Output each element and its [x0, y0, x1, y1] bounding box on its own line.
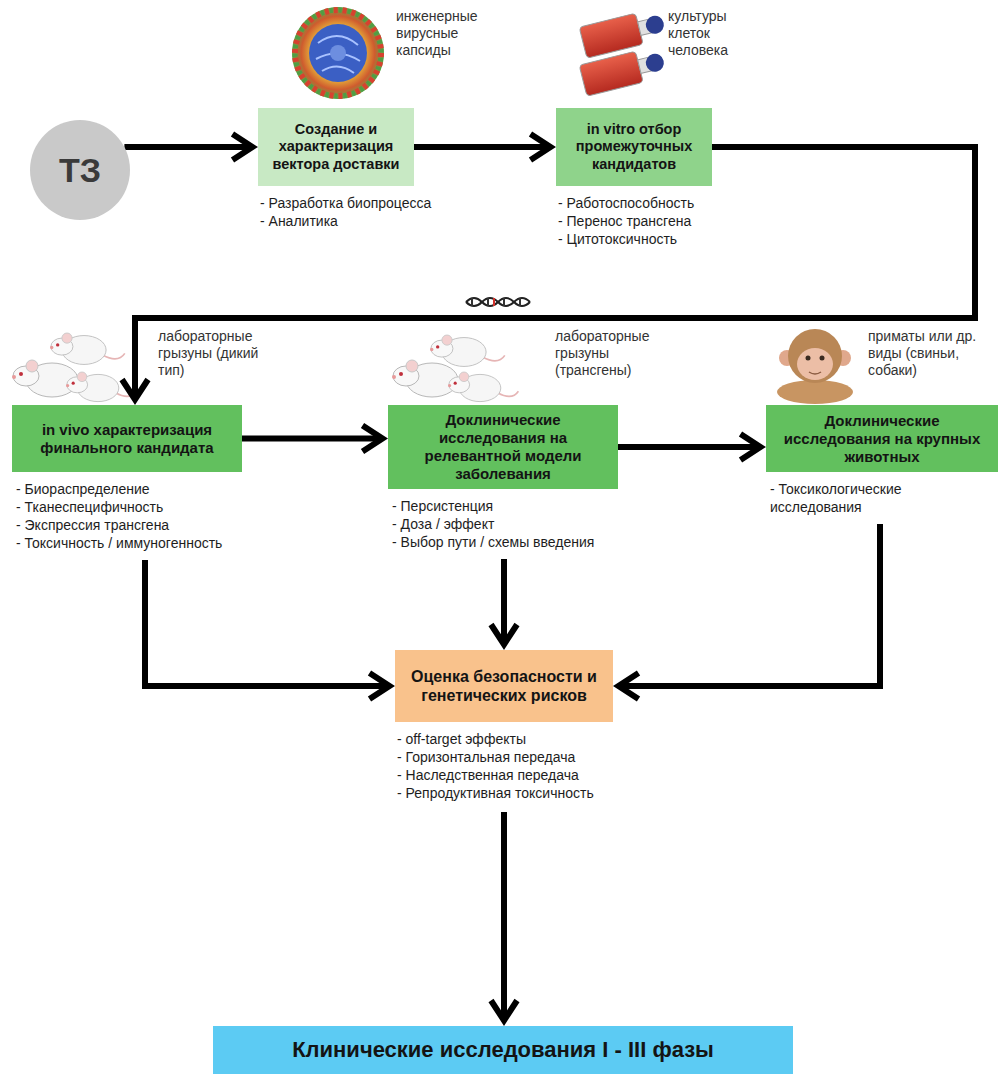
illustration-part	[466, 298, 530, 306]
flow-arrow	[501, 812, 507, 1018]
box-heading: Клинические исследования I - III фазы	[292, 1037, 714, 1063]
start-circle: ТЗ	[30, 120, 130, 220]
illustration-part	[50, 333, 125, 364]
box-heading: in vitro отбор промежуточных кандидатов	[562, 121, 706, 173]
bullet-list: - Разработка биопроцесса- Аналитика	[260, 194, 480, 230]
bullet-list: - Биораспределение- Тканеспецифичность- …	[16, 480, 296, 552]
transgenic-rats	[392, 335, 518, 402]
cell-culture-flask	[579, 45, 667, 96]
process-box: Создание и характеризация вектора достав…	[258, 108, 414, 186]
bullet-item: - Доза / эффект	[392, 515, 652, 533]
flow-arrow	[145, 560, 387, 686]
bullet-item: - Персистенция	[392, 497, 652, 515]
illustration-part	[644, 14, 666, 36]
illustration-part	[448, 372, 518, 402]
flow-arrow	[501, 559, 507, 642]
illustration-part	[295, 10, 381, 96]
illustration-part	[820, 356, 825, 361]
illustration-part	[493, 298, 495, 306]
flow-arrow	[124, 144, 250, 150]
image-caption: лабораторные грызуны (дикий тип)	[158, 328, 270, 379]
illustration-part	[797, 348, 833, 380]
box-heading: Оценка безопасности и генетических риско…	[401, 667, 607, 705]
image-caption: лабораторные грызуны (трансгены)	[555, 328, 667, 379]
illustration-part	[487, 298, 489, 306]
image-caption: культуры клеток человека	[668, 8, 763, 59]
illustration-part	[579, 13, 643, 58]
image-caption: инженерные вирусные капсиды	[396, 8, 491, 59]
bullet-item: - Выбор пути / схемы введения	[392, 533, 652, 551]
illustration-part	[809, 372, 821, 374]
bullet-item: - Наследственная передача	[397, 766, 677, 784]
flow-arrow	[242, 436, 380, 442]
illustration-part	[292, 7, 384, 99]
illustration-part	[519, 298, 521, 306]
bullet-list: - off-target эффекты- Горизонтальная пер…	[397, 730, 677, 802]
wild-type-rats	[12, 333, 136, 402]
box-heading: Доклинические исследования на крупных жи…	[772, 412, 992, 466]
flow-arrow	[414, 144, 548, 150]
illustration-part	[579, 51, 643, 96]
cell-culture-flask	[579, 7, 667, 58]
safety-box: Оценка безопасности и генетических риско…	[395, 650, 613, 722]
bullet-item: - Перенос трансгена	[558, 212, 758, 230]
box-heading: Доклинические исследования на релевантно…	[394, 411, 612, 483]
illustration-part	[66, 372, 136, 402]
bullet-item: - off-target эффекты	[397, 730, 677, 748]
flow-arrow	[618, 444, 758, 450]
bullet-item: - Цитотоксичность	[558, 230, 758, 248]
circle-label: ТЗ	[59, 150, 101, 191]
box-heading: Создание и характеризация вектора достав…	[264, 121, 408, 173]
bullet-item: - Работоспособность	[558, 194, 758, 212]
process-box: in vitro отбор промежуточных кандидатов-…	[556, 108, 712, 186]
dna-symbol	[466, 298, 530, 306]
illustration-part	[644, 52, 666, 74]
flow-arrow	[621, 524, 880, 686]
process-box: Доклинические исследования на крупных жи…	[766, 405, 998, 472]
bullet-list: - Работоспособность- Перенос трансгена- …	[558, 194, 758, 248]
illustration-part	[471, 298, 473, 306]
virus-capsid	[292, 7, 384, 99]
illustration-part	[806, 356, 811, 361]
bullet-item: - Экспрессия трансгена	[16, 516, 296, 534]
illustration-part	[430, 335, 505, 366]
illustration-part	[777, 380, 853, 404]
primate-figure	[777, 329, 853, 404]
bullet-item: - Аналитика	[260, 212, 480, 230]
box-heading: in vivo характеризация финального кандид…	[18, 421, 236, 457]
illustration-part	[788, 329, 842, 383]
illustration-part	[466, 298, 530, 306]
illustration-part	[295, 10, 381, 96]
bullet-item: - Разработка биопроцесса	[260, 194, 480, 212]
bullet-item: - Тканеспецифичность	[16, 498, 296, 516]
bullet-item: - Токсикологические исследования	[770, 480, 940, 516]
phase-banner: Клинические исследования I - III фазы	[213, 1026, 793, 1074]
bullet-item: - Биораспределение	[16, 480, 296, 498]
bullet-list: - Персистенция- Доза / эффект- Выбор пут…	[392, 497, 652, 551]
bullet-item: - Репродуктивная токсичность	[397, 784, 677, 802]
process-box: in vivo характеризация финального кандид…	[12, 405, 242, 472]
bullet-item: - Токсичность / иммуногенность	[16, 534, 296, 552]
bullet-item: - Горизонтальная передача	[397, 748, 677, 766]
illustration-part	[309, 24, 367, 82]
bullet-list: - Токсикологические исследования	[770, 480, 940, 516]
illustration-part	[503, 298, 505, 306]
image-caption: приматы или др. виды (свиньи, собаки)	[868, 328, 1000, 379]
process-box: Доклинические исследования на релевантно…	[388, 405, 618, 489]
illustration-part	[316, 36, 360, 73]
illustration-part	[330, 45, 346, 61]
